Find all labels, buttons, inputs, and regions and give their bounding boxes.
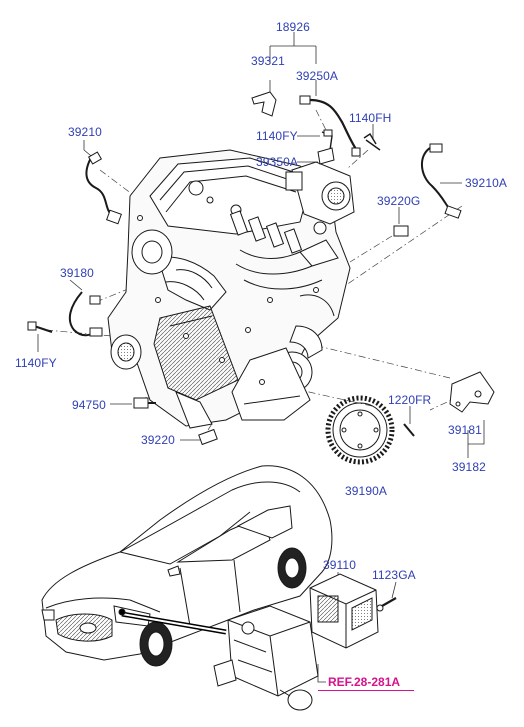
part-label-39220G: 39220G	[377, 194, 421, 208]
part-label-39210A: 39210A	[465, 176, 507, 190]
part-label-1123GA: 1123GA	[372, 568, 416, 582]
part-label-18926: 18926	[276, 20, 310, 34]
car-illustration	[41, 465, 333, 667]
part-label-39182: 39182	[452, 460, 486, 474]
part-label-39181: 39181	[448, 423, 482, 437]
reference-underline	[318, 690, 414, 691]
part-label-1220FR: 1220FR	[388, 393, 432, 407]
small-parts	[27, 91, 495, 446]
part-label-1140FH: 1140FH	[349, 111, 392, 125]
part-label-39350A: 39350A	[256, 155, 298, 169]
part-label-39321: 39321	[251, 54, 285, 68]
part-label-1140FY-top: 1140FY	[256, 129, 298, 143]
leader-lines	[37, 32, 485, 683]
air-cleaner-assembly	[213, 605, 319, 711]
tone-wheel-39190A	[325, 395, 395, 465]
part-label-39190A: 39190A	[345, 484, 387, 498]
part-label-94750: 94750	[72, 398, 106, 412]
part-label-39220: 39220	[141, 433, 175, 447]
part-label-1140FY-left: 1140FY	[15, 356, 57, 370]
reference-link-28-281A[interactable]: REF.28-281A	[328, 675, 401, 689]
part-label-39250A: 39250A	[296, 69, 338, 83]
part-label-39210: 39210	[68, 125, 102, 139]
part-label-39180: 39180	[60, 266, 94, 280]
ecu-module	[309, 573, 397, 649]
engine-assembly	[107, 149, 355, 429]
part-label-39110: 39110	[323, 558, 356, 572]
